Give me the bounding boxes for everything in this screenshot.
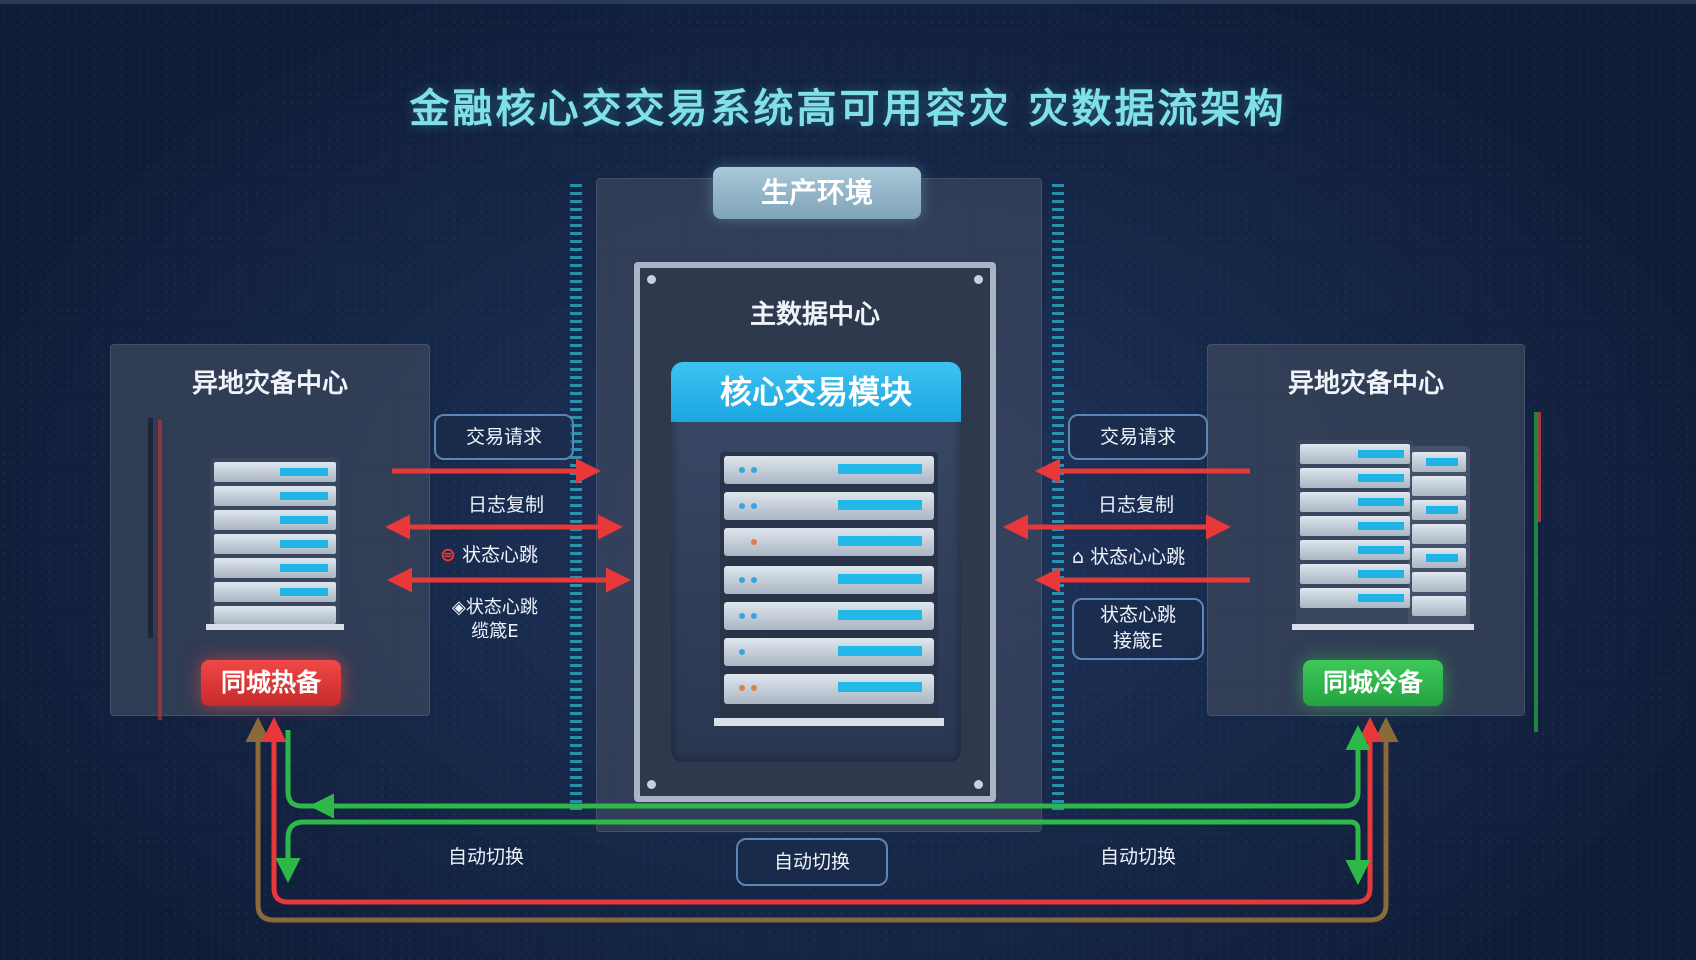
hot-standby-badge: 同城热备 [201,660,341,706]
screw [974,780,983,789]
right-request-label: 交易请求 [1099,426,1176,448]
main-datacenter-title: 主数据中心 [749,300,880,330]
right-heartbeat2-box: 状态心跳 接箴E [1072,598,1204,660]
failover-green-lower [275,819,1361,883]
right-side-bar [1534,412,1541,732]
heartbeat-label-text: 状态心跳 [461,544,538,566]
left-heartbeat2-label: ◈状态心跳 缆箴E [452,596,538,644]
right-log-label: 日志复制 [1098,494,1175,516]
signal-icon: ◈ [452,597,466,618]
left-heartbeat-label: ⊜ 状态心跳 [440,540,538,567]
failover-center-label: 自动切换 [773,851,850,873]
right-server-rack-icon [1292,440,1474,630]
left-side-bar [148,418,162,720]
lock-icon: ⌂ [1072,546,1085,568]
dashed-column-right [1052,180,1064,810]
right-heartbeat-label-text: 状态心心跳 [1090,546,1186,568]
left-server-rack-icon [206,458,344,630]
screw [647,275,656,284]
production-label: 生产环境 [713,167,921,219]
failover-left-label: 自动切换 [448,846,525,868]
failover-brown-loop [245,717,1399,923]
left-heartbeat2-line1: 状态心跳 [465,597,538,618]
screw [974,275,983,284]
main-server-rack-icon [714,452,944,726]
right-heartbeat2-line1: 状态心跳 [1099,604,1176,626]
failover-green-upper [285,725,1371,809]
right-dr-title: 异地灾备中心 [1287,369,1444,399]
lock-icon: ⊜ [440,544,456,566]
right-request-box: 交易请求 [1068,414,1208,460]
left-heartbeat2-line2: 缆箴E [471,621,519,642]
left-request-box: 交易请求 [434,414,574,460]
cold-standby-badge: 同城冷备 [1303,660,1443,706]
left-log-label: 日志复制 [468,494,545,516]
failover-center-box: 自动切换 [736,838,888,886]
failover-right-label: 自动切换 [1100,846,1177,868]
core-module-title: 核心交易模块 [671,362,961,422]
top-border [0,0,1696,4]
dashed-column-left [570,180,582,810]
failover-red-loop [261,717,1383,905]
left-request-label: 交易请求 [465,426,542,448]
right-heartbeat2-line2: 接箴E [1112,630,1163,652]
left-dr-title: 异地灾备中心 [191,369,348,399]
screw [647,780,656,789]
right-heartbeat-label: ⌂ 状态心心跳 [1072,542,1185,569]
diagram-title: 金融核心交交易系统高可用容灾 灾数据流架构 [409,86,1287,132]
